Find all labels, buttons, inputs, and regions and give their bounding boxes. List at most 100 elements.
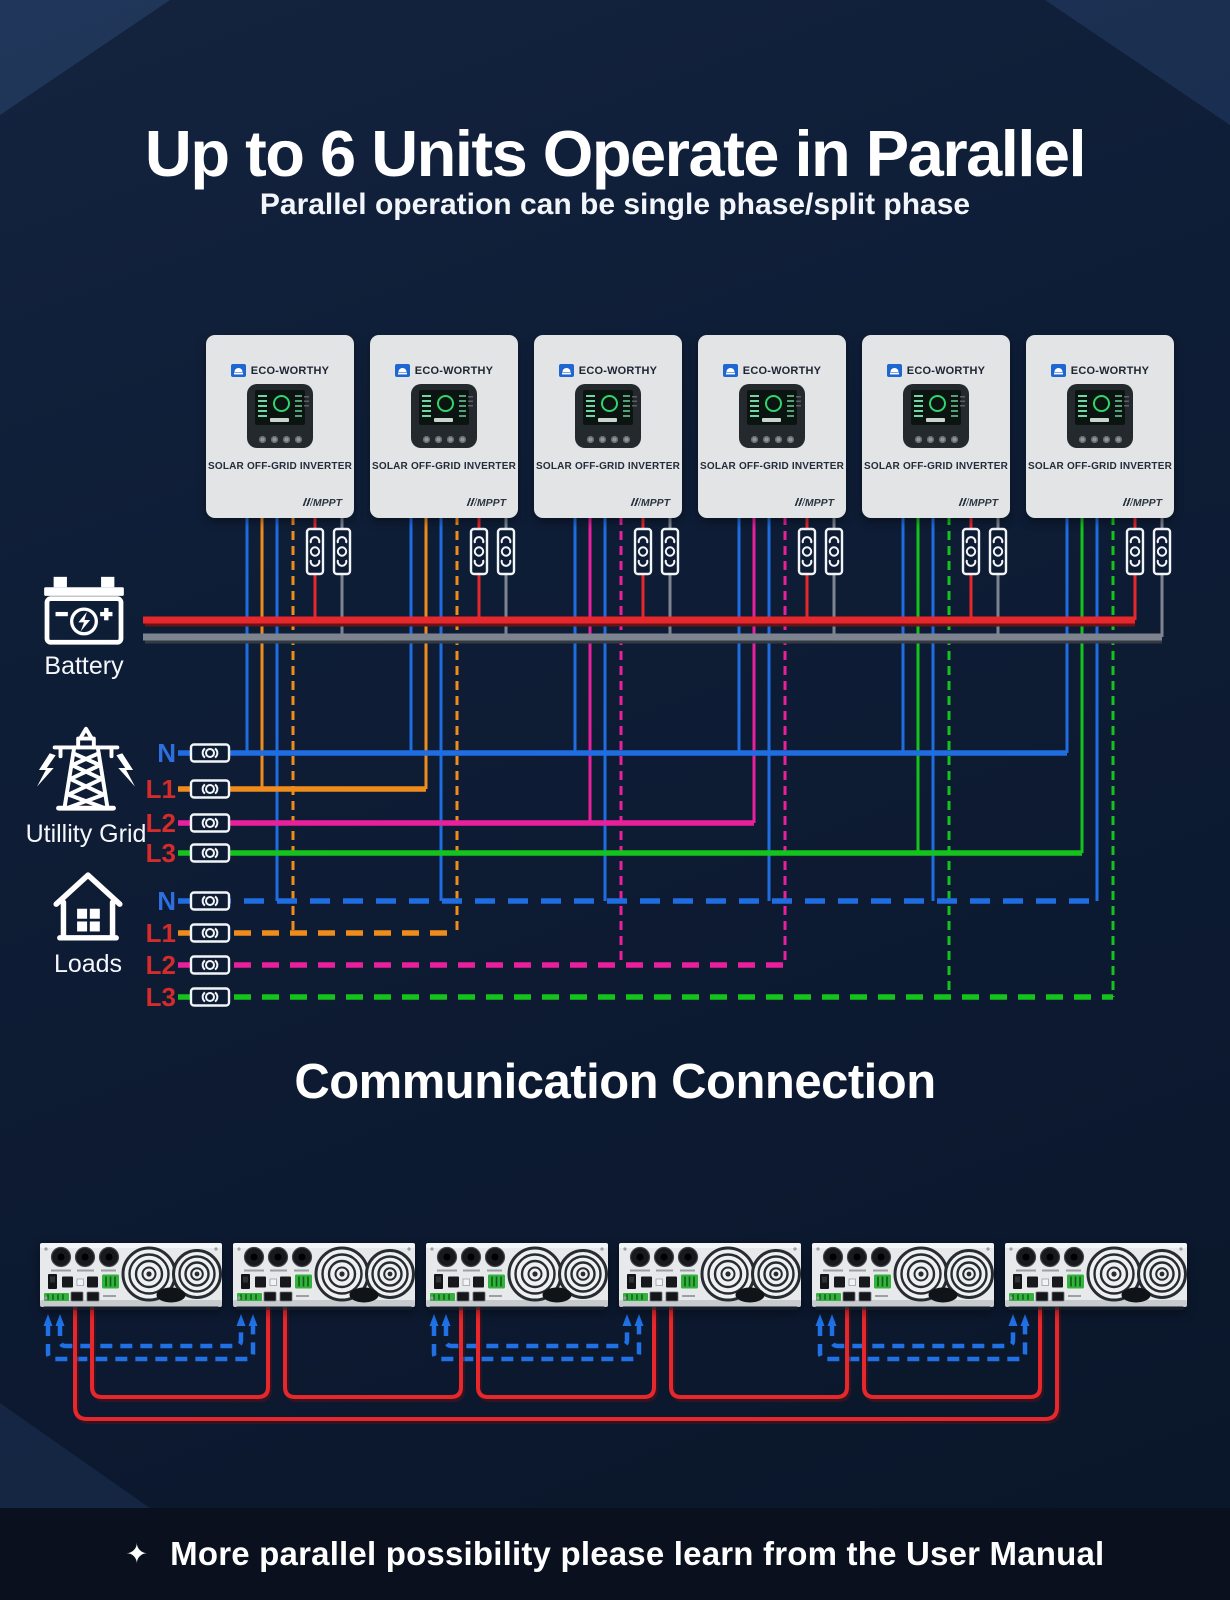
inverter-unit-2: ECO-WORTHY SOLAR OFF-GRID INVERTER MPPT xyxy=(370,335,518,518)
inverter-display xyxy=(575,384,641,448)
breaker-detail xyxy=(201,959,206,971)
brand-row: ECO-WORTHY xyxy=(698,335,846,377)
breaker-detail xyxy=(201,927,206,939)
grid-label-N: N xyxy=(157,738,176,768)
breaker-detail xyxy=(309,536,321,544)
breaker-detail xyxy=(214,959,219,971)
rear-panel xyxy=(426,1243,608,1310)
bottom-ports xyxy=(237,1291,309,1302)
breaker-detail xyxy=(473,546,485,557)
display-screen xyxy=(911,390,961,425)
fan-right xyxy=(172,1249,222,1299)
breaker-icon xyxy=(797,527,817,576)
inverter-unit-4: ECO-WORTHY SOLAR OFF-GRID INVERTER MPPT xyxy=(698,335,846,518)
breaker-detail xyxy=(336,559,348,567)
page-title: Up to 6 Units Operate in Parallel xyxy=(144,116,1087,190)
breaker-detail xyxy=(309,546,321,557)
breaker-detail xyxy=(205,784,215,794)
comm-arrow-icon xyxy=(815,1314,825,1326)
rear-panel xyxy=(812,1243,994,1310)
breaker-detail xyxy=(201,783,206,795)
brand-row: ECO-WORTHY xyxy=(534,335,682,377)
comm-arrow-icon xyxy=(1020,1314,1030,1326)
loads-caption: Loads xyxy=(53,950,123,978)
brand-name: ECO-WORTHY xyxy=(578,364,658,377)
sparkle-icon: ✦ xyxy=(125,1538,149,1569)
model-label: SOLAR OFF-GRID INVERTER xyxy=(699,461,845,472)
breaker-detail xyxy=(965,546,977,557)
breaker-detail xyxy=(500,536,512,544)
communication-title: Communication Connection xyxy=(294,1055,936,1109)
breaker-icon xyxy=(189,923,231,943)
screen-gauge xyxy=(929,395,946,412)
breaker-detail xyxy=(1129,546,1141,557)
brand-name: ECO-WORTHY xyxy=(250,364,330,377)
port-row xyxy=(48,1274,119,1289)
comm-arrow-icon xyxy=(55,1314,65,1326)
comm-arrow-icon xyxy=(236,1314,246,1326)
comm-cable-outer-1-2 xyxy=(45,1324,256,1362)
breaker-detail xyxy=(500,546,512,557)
eco-worthy-logo-icon xyxy=(1050,364,1066,377)
display-buttons xyxy=(575,436,641,443)
rear-panel xyxy=(233,1243,415,1310)
battery-caption: Battery xyxy=(44,652,124,680)
screen-gauge xyxy=(601,395,618,412)
breaker-detail xyxy=(1156,559,1168,567)
fan-right xyxy=(365,1249,415,1299)
breaker-detail xyxy=(336,536,348,544)
breaker-icon xyxy=(189,813,231,833)
brand-name: ECO-WORTHY xyxy=(414,364,494,377)
breaker-detail xyxy=(201,747,206,759)
comm-cable-inner-3-4 xyxy=(443,1324,630,1349)
breaker-icon xyxy=(189,987,231,1007)
port-row xyxy=(434,1274,505,1289)
display-buttons xyxy=(247,436,313,443)
screen-status-bar xyxy=(926,418,945,422)
breaker-detail xyxy=(205,960,215,970)
inverter-display xyxy=(903,384,969,448)
breaker-detail xyxy=(637,546,649,557)
bottom-ports xyxy=(623,1291,695,1302)
loads-label-L2: L2 xyxy=(145,950,176,980)
comm-cable-outer-3-4 xyxy=(431,1324,642,1362)
breaker-icon xyxy=(633,527,653,576)
inverter-unit-3: ECO-WORTHY SOLAR OFF-GRID INVERTER MPPT xyxy=(534,335,682,518)
bottom-ports xyxy=(1009,1291,1081,1302)
breaker-detail xyxy=(801,536,813,544)
loads-label-L3: L3 xyxy=(145,982,176,1012)
rear-inverter-unit-2 xyxy=(233,1243,415,1313)
mppt-logo: MPPT xyxy=(796,497,834,509)
share-cable-5-6 xyxy=(862,1305,1042,1399)
fan-left xyxy=(314,1246,370,1302)
breaker-detail xyxy=(992,559,1004,567)
breaker-detail xyxy=(664,559,676,567)
bottom-ports xyxy=(816,1291,888,1302)
port-row xyxy=(241,1274,312,1289)
breaker-icon xyxy=(469,527,489,576)
screen-gauge xyxy=(1093,395,1110,412)
breaker-detail xyxy=(214,847,219,859)
model-label: SOLAR OFF-GRID INVERTER xyxy=(1027,461,1173,472)
model-label: SOLAR OFF-GRID INVERTER xyxy=(535,461,681,472)
share-cable-3-4 xyxy=(476,1305,656,1399)
breaker-detail xyxy=(205,992,215,1002)
brand-row: ECO-WORTHY xyxy=(370,335,518,377)
rear-inverter-unit-6 xyxy=(1005,1243,1187,1313)
comm-arrow-icon xyxy=(248,1314,258,1326)
breaker-detail xyxy=(214,747,219,759)
display-buttons xyxy=(1067,436,1133,443)
inverter-display xyxy=(739,384,805,448)
mppt-logo: MPPT xyxy=(1124,497,1162,509)
inverter-unit-1: ECO-WORTHY SOLAR OFF-GRID INVERTER MPPT xyxy=(206,335,354,518)
brand-name: ECO-WORTHY xyxy=(742,364,822,377)
oval-outlet xyxy=(735,1287,765,1303)
comm-arrow-icon xyxy=(622,1314,632,1326)
rear-panel xyxy=(40,1243,222,1310)
inverter-unit-5: ECO-WORTHY SOLAR OFF-GRID INVERTER MPPT xyxy=(862,335,1010,518)
breaker-detail xyxy=(801,546,813,557)
oval-outlet xyxy=(928,1287,958,1303)
breaker-detail xyxy=(336,546,348,557)
inverter-display xyxy=(1067,384,1133,448)
